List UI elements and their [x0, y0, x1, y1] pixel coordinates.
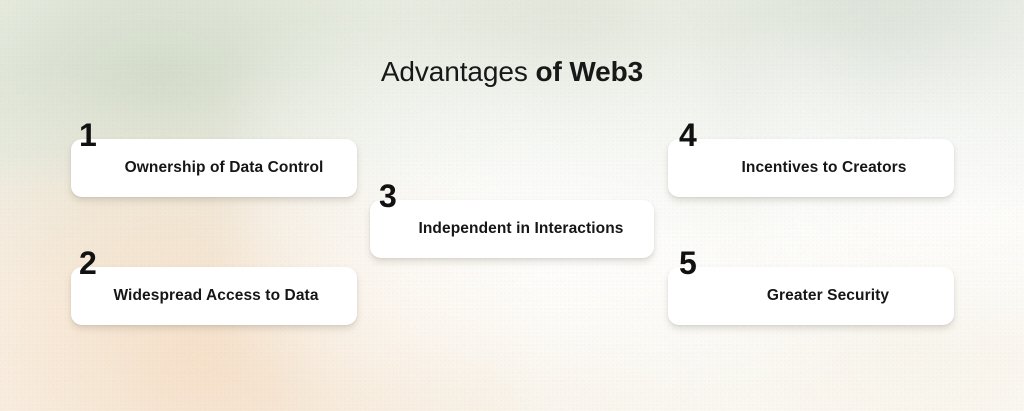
advantage-card-3-label: Independent in Interactions	[418, 220, 624, 237]
page-title: Advantages of Web3	[0, 55, 1024, 89]
advantage-card-4-label: Incentives to Creators	[741, 159, 907, 176]
advantage-card-4[interactable]: Incentives to Creators	[668, 139, 954, 197]
page-title-bold-segment: of Web3	[535, 56, 644, 87]
advantage-card-3[interactable]: Independent in Interactions	[370, 200, 654, 258]
advantage-card-2-number: 2	[79, 245, 97, 281]
background-wash-peach-middle-left	[0, 90, 360, 390]
advantage-card-1[interactable]: Ownership of Data Control	[71, 139, 357, 197]
advantage-card-5-number: 5	[679, 245, 697, 281]
advantage-card-5-label: Greater Security	[766, 287, 890, 304]
advantage-card-2-label: Widespread Access to Data	[113, 287, 319, 304]
advantage-card-4-number: 4	[679, 117, 697, 153]
advantage-card-5[interactable]: Greater Security	[668, 267, 954, 325]
advantage-card-1-label: Ownership of Data Control	[124, 159, 324, 176]
advantage-card-3-number: 3	[379, 178, 397, 214]
page-title-light-segment: Advantages	[380, 56, 536, 87]
advantage-card-1-number: 1	[79, 117, 97, 153]
advantage-card-2[interactable]: Widespread Access to Data	[71, 267, 357, 325]
